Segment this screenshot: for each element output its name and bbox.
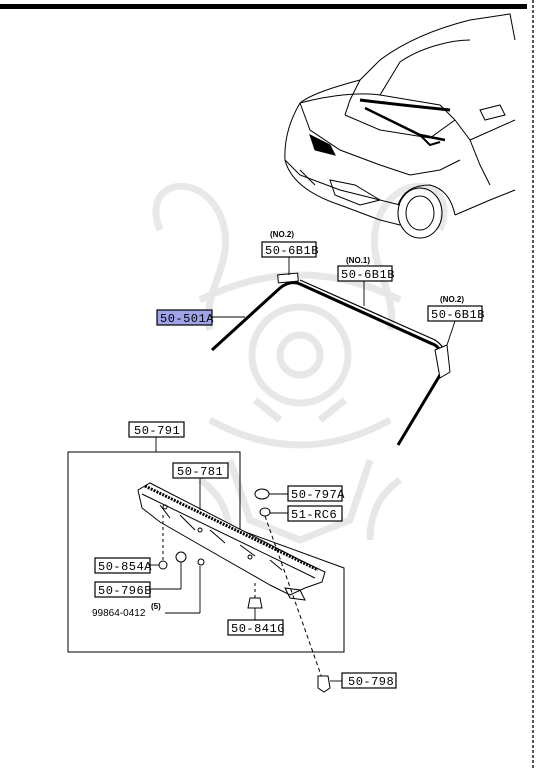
cap-part — [254, 488, 270, 500]
mold-no2-top-tag: (NO.2) — [270, 230, 294, 239]
cowl-grille-assy-box[interactable] — [128, 421, 185, 438]
dashed-leader — [264, 515, 323, 679]
grommet-part — [175, 551, 187, 563]
leader-line — [446, 320, 456, 346]
grommet-label: 50-796B — [98, 584, 152, 598]
screw-label: 99864-0412 — [92, 608, 146, 619]
assembly-bracket — [67, 451, 345, 653]
nozzle-label: 50-798 — [348, 675, 394, 689]
screw-qty: (5) — [151, 602, 161, 611]
retainer-box[interactable] — [227, 619, 284, 636]
nozzle-part — [317, 675, 331, 693]
cowl-grille-assy-label: 50-791 — [134, 424, 180, 438]
car-illustration — [284, 13, 516, 239]
windshield-seal-shape — [210, 272, 451, 446]
fastener-a-part — [158, 560, 168, 570]
cowl-grille-label: 50-781 — [177, 465, 223, 479]
clip-part — [259, 507, 271, 517]
header-rule — [0, 4, 527, 9]
cap-box[interactable] — [287, 485, 343, 502]
corner-piece-right — [434, 344, 451, 379]
mold-no1-tag: (NO.1) — [346, 256, 370, 265]
cowl-grille-box[interactable] — [172, 462, 229, 479]
retainer-label: 50-841G — [231, 622, 285, 636]
mold-no2-top-label: 50-6B1B — [265, 244, 319, 258]
clip-box[interactable] — [287, 505, 343, 522]
cowl-grille-shape — [137, 482, 326, 601]
mold-no1-box[interactable] — [337, 265, 393, 282]
windshield-seal-label: 50-501A — [160, 312, 214, 326]
retainer-part — [247, 597, 263, 609]
cap-label: 50-797A — [291, 488, 345, 502]
fastener-a-box[interactable] — [94, 557, 151, 574]
nozzle-box[interactable] — [341, 672, 397, 689]
mold-no2-right-tag: (NO.2) — [440, 295, 464, 304]
grommet-part-inner — [197, 558, 205, 566]
fastener-a-label: 50-854A — [98, 560, 152, 574]
clip-label: 51-RC6 — [291, 508, 337, 522]
windshield-seal-box[interactable] — [156, 309, 213, 326]
mold-no1-label: 50-6B1B — [341, 268, 395, 282]
mold-no2-right-label: 50-6B1B — [431, 308, 485, 322]
grommet-box[interactable] — [94, 581, 151, 598]
corner-piece-left — [277, 272, 299, 284]
